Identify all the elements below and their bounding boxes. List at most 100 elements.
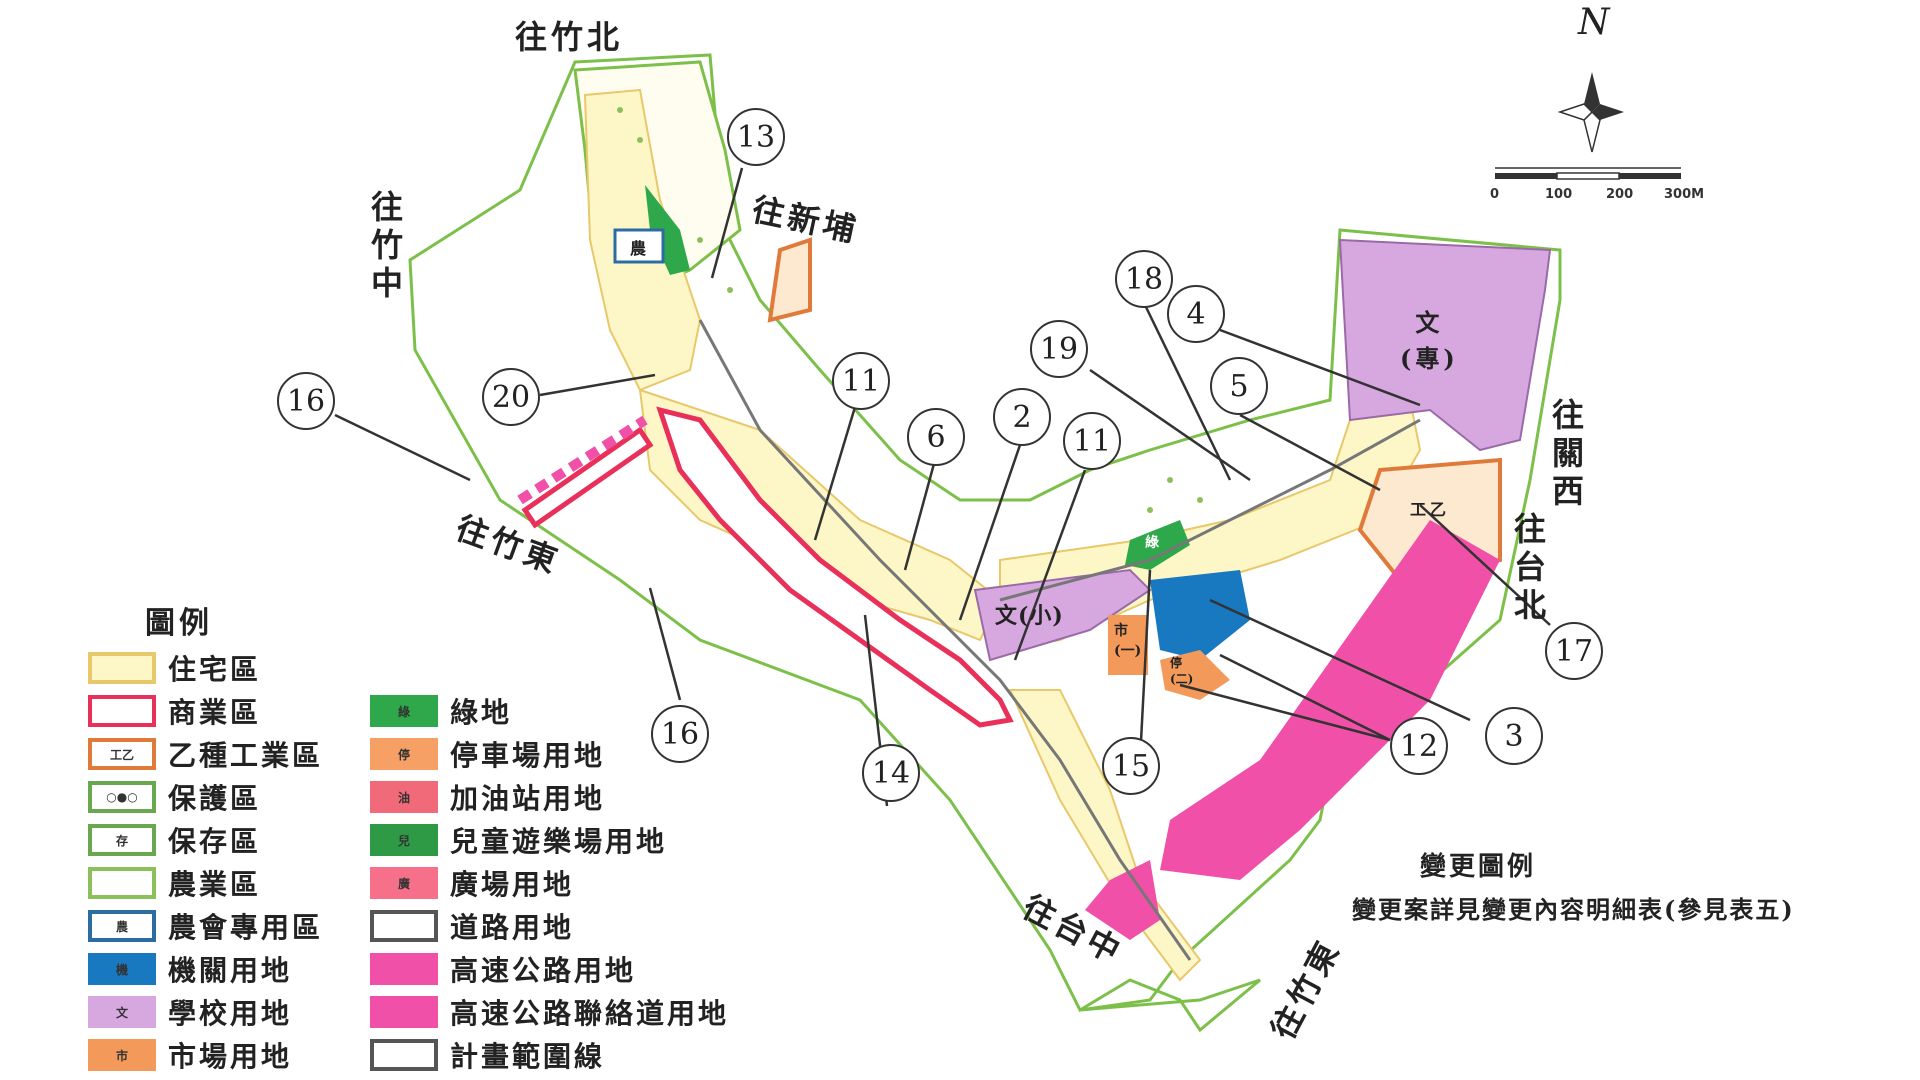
legend-swatch: 機 <box>88 953 156 985</box>
legend-item: 停停車場用地 <box>370 736 605 772</box>
legend-label: 廣場用地 <box>450 868 575 901</box>
legend-label: 停車場用地 <box>450 739 606 772</box>
legend-item: 高速公路用地 <box>370 951 636 987</box>
legend-swatch: 工乙 <box>88 738 156 770</box>
callout-4: 4 <box>1167 285 1225 343</box>
mark-industrial: 工乙 <box>1410 500 1451 519</box>
legend-item: 綠綠地 <box>370 693 512 729</box>
legend-swatch <box>370 910 438 942</box>
legend-swatch: 文 <box>88 996 156 1028</box>
highway-link <box>1085 860 1160 940</box>
legend-swatch: 油 <box>370 781 438 813</box>
label-to-zhuzhong: 往竹中 <box>366 190 404 304</box>
legend-swatch: 農 <box>88 910 156 942</box>
mark-school-college: 文 (專) <box>1400 308 1459 373</box>
north-arrow <box>1557 72 1624 153</box>
legend-label: 乙種工業區 <box>168 739 324 772</box>
callout-17: 17 <box>1545 622 1603 680</box>
callout-11-left: 11 <box>832 352 890 410</box>
scale-tick-100: 100 <box>1545 187 1573 202</box>
label-to-guanxi: 往關西 <box>1547 398 1585 512</box>
callout-14: 14 <box>862 744 920 802</box>
legend-label: 保存區 <box>168 825 262 858</box>
legend-label: 農業區 <box>168 868 262 901</box>
legend-swatch: 兒 <box>370 824 438 856</box>
legend-label: 高速公路用地 <box>450 954 637 987</box>
legend-swatch <box>88 867 156 899</box>
industrial-north <box>767 237 812 323</box>
legend-label: 兒童遊樂場用地 <box>450 825 668 858</box>
commercial-strip <box>656 406 1014 728</box>
legend-item: 農農會專用區 <box>88 908 323 944</box>
legend-label: 道路用地 <box>450 911 575 944</box>
callout-20: 20 <box>482 368 540 426</box>
legend-item: 農業區 <box>88 865 261 901</box>
legend-swatch: ○●○ <box>88 781 156 813</box>
legend-item: 存保存區 <box>88 822 261 858</box>
legend-label: 機關用地 <box>168 954 293 987</box>
legend-swatch <box>370 996 438 1028</box>
callout-6: 6 <box>907 408 965 466</box>
mark-green: 綠 <box>1145 535 1159 551</box>
label-to-zhubei: 往竹北 <box>515 18 624 56</box>
mark-farm-assoc: 農 <box>630 239 647 258</box>
legend-label: 商業區 <box>168 696 262 729</box>
legend-swatch <box>88 652 156 684</box>
commercial-spur <box>521 426 654 529</box>
scale-tick-0: 0 <box>1490 187 1500 202</box>
mark-parking: 停 (二) <box>1170 656 1194 686</box>
callout-16-bottom: 16 <box>651 705 709 763</box>
road-east <box>999 418 1421 602</box>
legend-label: 高速公路聯絡道用地 <box>450 997 730 1030</box>
legend-swatch <box>88 695 156 727</box>
legend-item: ○●○保護區 <box>88 779 261 815</box>
agency-land <box>1150 570 1250 660</box>
callout-13: 13 <box>727 108 785 166</box>
scale-tick-300m: 300M <box>1664 187 1705 202</box>
callout-5: 5 <box>1210 357 1268 415</box>
legend-item: 計畫範圍線 <box>370 1037 605 1073</box>
legend-item: 住宅區 <box>88 650 261 686</box>
callout-11-right: 11 <box>1063 412 1121 470</box>
scale-tick-200: 200 <box>1606 187 1634 202</box>
legend-item: 工乙乙種工業區 <box>88 736 323 772</box>
callout-16-left: 16 <box>277 372 335 430</box>
mark-school-elementary: 文(小) <box>995 603 1064 629</box>
green-north <box>645 185 690 275</box>
legend-item: 機機關用地 <box>88 951 292 987</box>
market-land <box>1108 615 1148 675</box>
callout-arrows <box>334 167 1551 807</box>
legend-label: 計畫範圍線 <box>450 1040 606 1073</box>
legend-item: 市市場用地 <box>88 1037 292 1073</box>
school-college <box>1338 238 1552 452</box>
callout-2: 2 <box>993 388 1051 446</box>
parking-land <box>1160 650 1230 700</box>
north-label: N <box>1578 2 1614 43</box>
legend-swatch: 綠 <box>370 695 438 727</box>
callout-12: 12 <box>1390 717 1448 775</box>
scale-bar <box>1495 167 1681 180</box>
legend-swatch: 停 <box>370 738 438 770</box>
legend-swatch <box>370 953 438 985</box>
callout-15: 15 <box>1102 737 1160 795</box>
legend-item: 兒兒童遊樂場用地 <box>370 822 667 858</box>
main-road <box>698 319 1192 961</box>
label-to-taibei: 往台北 <box>1509 512 1547 626</box>
legend-item: 高速公路聯絡道用地 <box>370 994 729 1030</box>
legend-label: 農會專用區 <box>168 911 324 944</box>
green-land <box>1125 520 1190 570</box>
protection-dots <box>617 107 1203 513</box>
farm-assoc-block <box>613 228 665 264</box>
residential-mid <box>638 388 1002 642</box>
change-legend-title: 變更圖例 <box>1420 852 1537 882</box>
legend-swatch: 市 <box>88 1039 156 1071</box>
mark-market: 市 (一) <box>1114 623 1142 659</box>
callout-3: 3 <box>1485 707 1543 765</box>
legend-item: 商業區 <box>88 693 261 729</box>
legend-item: 廣廣場用地 <box>370 865 574 901</box>
callout-18: 18 <box>1115 250 1173 308</box>
change-legend-note: 變更案詳見變更內容明細表(參見表五) <box>1352 895 1795 924</box>
highway-link-road <box>517 415 648 505</box>
legend-item: 文學校用地 <box>88 994 292 1030</box>
